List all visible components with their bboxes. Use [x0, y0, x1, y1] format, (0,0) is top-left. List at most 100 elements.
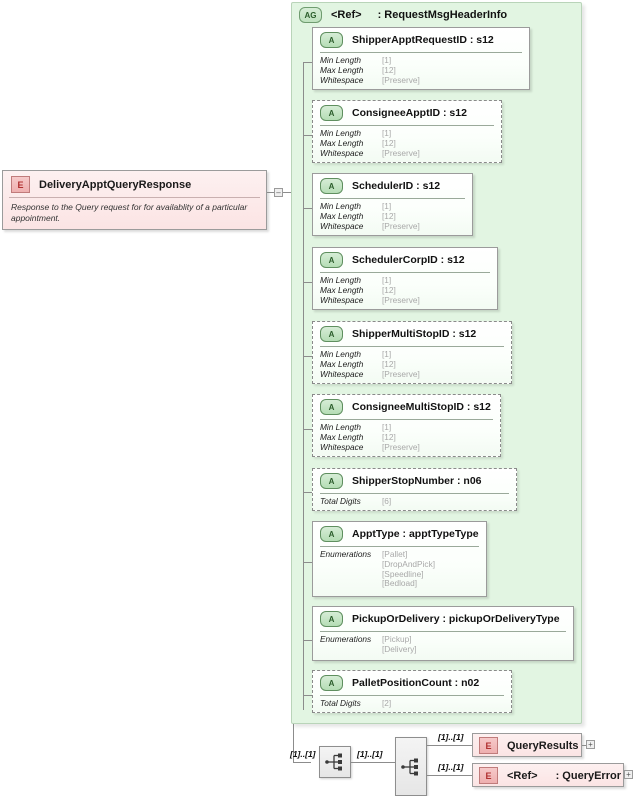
facet-row: Whitespace [Preserve] — [320, 147, 501, 159]
facet-label: Max Length — [320, 284, 364, 295]
attribute-card-schedulercorpid[interactable]: A SchedulerCorpID : s12 Min Length [1] M… — [312, 247, 498, 310]
enum-value: [DropAndPick] — [382, 558, 436, 569]
connector-line — [303, 562, 312, 563]
connector-line — [303, 492, 312, 493]
attribute-header: A PickupOrDelivery : pickupOrDeliveryTyp… — [313, 607, 573, 630]
facet-row: Min Length [1] — [320, 128, 501, 139]
facet-value: [6] — [382, 496, 392, 506]
facet-label: Total Digits — [320, 698, 361, 708]
attribute-icon: A — [320, 32, 343, 48]
child-element-queryresults[interactable]: E QueryResults — [472, 733, 582, 757]
attribute-header: A ApptType : apptTypeType — [313, 522, 486, 545]
attribute-header: A ShipperApptRequestID : s12 — [313, 28, 529, 51]
attribute-group-icon: AG — [299, 7, 322, 23]
facet-row: Min Length [1] — [320, 55, 529, 66]
root-element-header: E DeliveryApptQueryResponse — [3, 171, 266, 197]
divider — [320, 198, 465, 199]
element-icon: E — [479, 767, 498, 784]
connector-line — [303, 208, 312, 209]
attribute-name: ShipperMultiStopID : s12 — [352, 328, 477, 340]
child-element-queryerror[interactable]: E <Ref> : QueryError — [472, 763, 624, 787]
attribute-name: PickupOrDelivery : pickupOrDeliveryType — [352, 613, 560, 625]
facet-value: [Preserve] — [382, 147, 420, 158]
attribute-card-palletpositioncount[interactable]: A PalletPositionCount : n02 Total Digits… — [312, 670, 512, 713]
facet-value: [1] — [382, 128, 392, 138]
connector-line — [582, 745, 586, 746]
divider — [320, 346, 504, 347]
connector-line — [427, 745, 472, 746]
sequence-icon-inner[interactable] — [395, 737, 427, 796]
enum-value: [Bedload] — [382, 578, 418, 589]
attribute-name: ConsigneeMultiStopID : s12 — [352, 401, 491, 413]
facet-label: Whitespace — [320, 368, 364, 379]
facet-row: Whitespace [Preserve] — [320, 220, 472, 232]
facet-list: Total Digits [2] — [313, 696, 511, 713]
attribute-card-shipperstopnumber[interactable]: A ShipperStopNumber : n06 Total Digits [… — [312, 468, 517, 511]
attribute-icon: A — [320, 611, 343, 627]
attribute-group-ref: <Ref> — [331, 9, 362, 21]
attribute-card-consigneemultistopid[interactable]: A ConsigneeMultiStopID : s12 Min Length … — [312, 394, 501, 457]
attribute-header: A SchedulerID : s12 — [313, 174, 472, 197]
attribute-card-shippermultistopid[interactable]: A ShipperMultiStopID : s12 Min Length [1… — [312, 321, 512, 384]
cardinality-label-queryresults: [1]..[1] — [438, 732, 464, 742]
facet-label: Whitespace — [320, 294, 364, 305]
facet-value: [12] — [382, 210, 396, 221]
facet-label: Max Length — [320, 358, 364, 369]
sequence-icon-outer[interactable] — [319, 746, 351, 778]
attribute-icon: A — [320, 473, 343, 489]
enum-value: [Pallet] — [382, 549, 408, 559]
child-element-name: : QueryError — [555, 769, 621, 782]
attribute-card-pickupordelivery[interactable]: A PickupOrDelivery : pickupOrDeliveryTyp… — [312, 606, 574, 661]
facet-row: Whitespace [Preserve] — [320, 74, 529, 86]
connector-line — [293, 762, 311, 763]
attribute-name: ShipperStopNumber : n06 — [352, 475, 482, 487]
element-icon: E — [11, 176, 30, 193]
attribute-header: A ShipperStopNumber : n06 — [313, 469, 516, 492]
divider — [320, 52, 522, 53]
facet-value: [12] — [382, 284, 396, 295]
facet-row: Whitespace [Preserve] — [320, 294, 497, 306]
facet-value: [1] — [382, 201, 392, 211]
attribute-icon: A — [320, 105, 343, 121]
attribute-card-consigneeapptid[interactable]: A ConsigneeApptID : s12 Min Length [1] M… — [312, 100, 502, 163]
attribute-name: ApptType : apptTypeType — [352, 528, 479, 540]
facet-value: [Preserve] — [382, 441, 420, 452]
attribute-header: A SchedulerCorpID : s12 — [313, 248, 497, 271]
facet-label: Min Length — [320, 275, 362, 285]
root-element-box[interactable]: E DeliveryApptQueryResponse Response to … — [2, 170, 267, 230]
attribute-card-schedulerid[interactable]: A SchedulerID : s12 Min Length [1] Max L… — [312, 173, 473, 236]
facet-value: [Preserve] — [382, 220, 420, 231]
root-collapse-toggle[interactable]: – — [274, 188, 283, 197]
enum-value: [Speedline] — [382, 568, 424, 579]
divider — [9, 197, 260, 198]
facet-list: Min Length [1] Max Length [12] Whitespac… — [313, 347, 511, 383]
cardinality-label-outer: [1]..[1] — [290, 749, 316, 759]
facet-row: Min Length [1] — [320, 201, 472, 212]
facet-value: [12] — [382, 358, 396, 369]
facet-label: Enumerations — [320, 634, 372, 644]
connector-line — [303, 429, 312, 430]
facet-label: Whitespace — [320, 220, 364, 231]
connector-line — [303, 282, 312, 283]
root-element-description: Response to the Query request for for av… — [11, 202, 248, 223]
child-element-ref: <Ref> — [507, 769, 538, 782]
facet-row: Min Length [1] — [320, 275, 497, 286]
facet-row: Whitespace [Preserve] — [320, 368, 511, 380]
facet-row: Enumerations [Pickup] [Delivery] — [320, 634, 573, 655]
child-element-header: E <Ref> : QueryError — [473, 764, 623, 787]
divider — [320, 493, 509, 494]
facet-row: Whitespace [Preserve] — [320, 441, 500, 453]
facet-row: Min Length [1] — [320, 349, 511, 360]
facet-label: Whitespace — [320, 74, 364, 85]
attribute-card-shipperapptrequestid[interactable]: A ShipperApptRequestID : s12 Min Length … — [312, 27, 530, 90]
connector-line — [351, 762, 395, 763]
expand-toggle-queryerror[interactable]: + — [624, 770, 633, 779]
attribute-card-appttype[interactable]: A ApptType : apptTypeType Enumerations [… — [312, 521, 487, 597]
connector-line — [303, 356, 312, 357]
connector-line — [303, 695, 312, 696]
facet-value: [12] — [382, 64, 396, 75]
expand-toggle-queryresults[interactable]: + — [586, 740, 595, 749]
attribute-name: ConsigneeApptID : s12 — [352, 107, 467, 119]
child-element-name: QueryResults — [507, 739, 579, 752]
